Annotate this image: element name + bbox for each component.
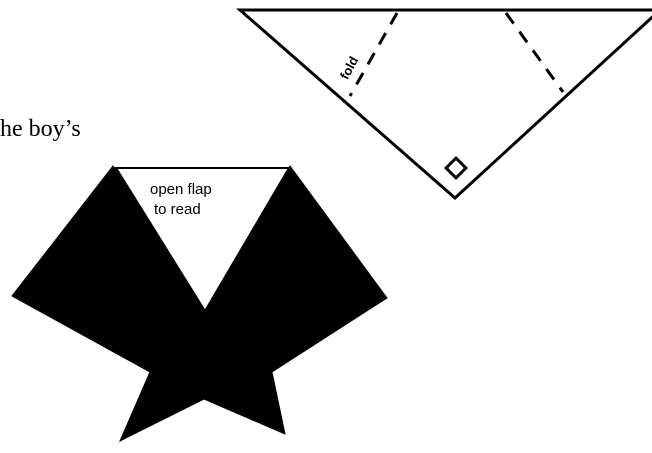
- flap-label-line-1: open flap: [150, 181, 212, 198]
- flap-label-line-2: to read: [154, 201, 201, 218]
- folded-triangle-diagram: fold: [240, 10, 652, 198]
- open-flap-diagram: open flap to read: [12, 166, 387, 441]
